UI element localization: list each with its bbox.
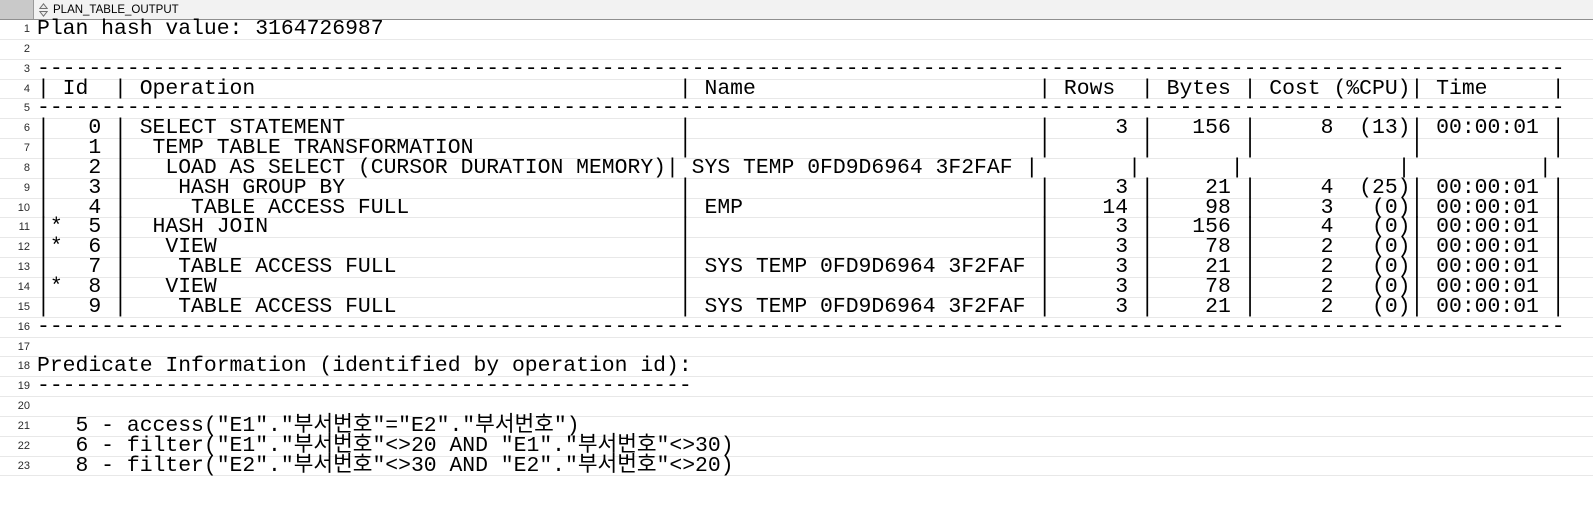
- line-number[interactable]: 3: [23, 62, 30, 75]
- line-text: |* 5 | HASH JOIN | | 3 | 156 | 4 (0)| 00…: [37, 215, 1565, 240]
- line-number[interactable]: 4: [23, 82, 30, 95]
- grid-row[interactable]: 12 |* 6 | VIEW | | 3 | 78 | 2 (0)| 00:00…: [0, 235, 1593, 260]
- line-number[interactable]: 11: [18, 221, 30, 234]
- line-number[interactable]: 5: [23, 102, 30, 115]
- line-text: | 7 | TABLE ACCESS FULL | SYS TEMP 0FD9D…: [37, 255, 1565, 280]
- grid-row[interactable]: 13 | 7 | TABLE ACCESS FULL | SYS TEMP 0F…: [0, 255, 1593, 280]
- grid-corner-cell[interactable]: [0, 0, 34, 19]
- grid-row[interactable]: 18 Predicate Information (identified by …: [0, 354, 1593, 379]
- line-text: | 3 | HASH GROUP BY | | 3 | 21 | 4 (25)|…: [37, 175, 1565, 200]
- grid-row[interactable]: 21 5 - access("E1"."부서번호"="E2"."부서번호"): [0, 413, 1593, 438]
- line-number[interactable]: 18: [17, 360, 30, 373]
- grid-row[interactable]: 17: [0, 338, 1593, 358]
- grid-row[interactable]: 19 -------------------------------------…: [0, 374, 1593, 399]
- line-text: ----------------------------------------…: [37, 96, 1565, 121]
- line-text: 6 - filter("E1"."부서번호"<>20 AND "E1"."부서번…: [37, 433, 734, 458]
- grid-row[interactable]: 23 8 - filter("E2"."부서번호"<>30 AND "E2"."…: [0, 453, 1593, 478]
- line-text: ----------------------------------------…: [37, 56, 1565, 81]
- line-number[interactable]: 6: [23, 122, 30, 135]
- sort-icon: [39, 2, 48, 17]
- plan-table-output-grid: PLAN_TABLE_OUTPUT 1 Plan hash value: 316…: [0, 0, 1593, 478]
- line-text: 5 - access("E1"."부서번호"="E2"."부서번호"): [37, 413, 580, 438]
- editor-rows: 1 Plan hash value: 3164726987 2 3 ------…: [0, 17, 1593, 478]
- line-text: | 0 | SELECT STATEMENT | | 3 | 156 | 8 (…: [37, 116, 1565, 141]
- line-number[interactable]: 17: [17, 340, 30, 353]
- grid-row[interactable]: 9 | 3 | HASH GROUP BY | | 3 | 21 | 4 (25…: [0, 175, 1593, 200]
- line-number[interactable]: 15: [17, 300, 30, 313]
- line-number[interactable]: 2: [23, 42, 30, 55]
- grid-row[interactable]: 2: [0, 40, 1593, 60]
- line-text: 8 - filter("E2"."부서번호"<>30 AND "E2"."부서번…: [37, 453, 734, 478]
- line-number[interactable]: 20: [17, 400, 30, 413]
- line-number[interactable]: 19: [17, 380, 30, 393]
- grid-row[interactable]: 3 --------------------------------------…: [0, 56, 1593, 81]
- line-number[interactable]: 1: [23, 23, 30, 35]
- line-number[interactable]: 7: [23, 142, 30, 155]
- column-title: PLAN_TABLE_OUTPUT: [53, 3, 179, 16]
- line-number[interactable]: 9: [23, 181, 30, 194]
- grid-row[interactable]: 4 | Id | Operation | Name | Rows | Bytes…: [0, 76, 1593, 101]
- line-number[interactable]: 8: [23, 161, 30, 174]
- column-header-plan-table-output[interactable]: PLAN_TABLE_OUTPUT: [34, 0, 1593, 19]
- line-number[interactable]: 16: [17, 320, 30, 333]
- line-text: | 2 | LOAD AS SELECT (CURSOR DURATION ME…: [37, 155, 1552, 180]
- line-text: |* 6 | VIEW | | 3 | 78 | 2 (0)| 00:00:01…: [37, 235, 1565, 260]
- grid-row[interactable]: 10 | 4 | TABLE ACCESS FULL | EMP | 14 | …: [0, 195, 1593, 220]
- grid-row[interactable]: 16 -------------------------------------…: [0, 314, 1593, 339]
- grid-row[interactable]: 5 --------------------------------------…: [0, 96, 1593, 121]
- line-text: ----------------------------------------…: [37, 374, 692, 399]
- line-text: | 4 | TABLE ACCESS FULL | EMP | 14 | 98 …: [37, 195, 1565, 220]
- line-text: Plan hash value: 3164726987: [37, 17, 384, 41]
- grid-header-row: PLAN_TABLE_OUTPUT: [0, 0, 1593, 20]
- line-text: | 1 | TEMP TABLE TRANSFORMATION | | | | …: [37, 136, 1565, 161]
- line-number[interactable]: 21: [17, 419, 30, 432]
- line-number[interactable]: 12: [17, 241, 30, 254]
- line-text: Predicate Information (identified by ope…: [37, 354, 692, 379]
- line-number[interactable]: 14: [17, 280, 30, 293]
- grid-row[interactable]: 8 | 2 | LOAD AS SELECT (CURSOR DURATION …: [0, 155, 1593, 180]
- line-number[interactable]: 13: [17, 261, 30, 274]
- line-text: | Id | Operation | Name | Rows | Bytes |…: [37, 76, 1565, 101]
- grid-row[interactable]: 1 Plan hash value: 3164726987: [0, 17, 1593, 41]
- line-text: [34, 40, 1593, 59]
- grid-row[interactable]: 11 |* 5 | HASH JOIN | | 3 | 156 | 4 (0)|…: [0, 215, 1593, 240]
- grid-row[interactable]: 15 | 9 | TABLE ACCESS FULL | SYS TEMP 0F…: [0, 294, 1593, 319]
- grid-row[interactable]: 6 | 0 | SELECT STATEMENT | | 3 | 156 | 8…: [0, 116, 1593, 141]
- line-text: |* 8 | VIEW | | 3 | 78 | 2 (0)| 00:00:01…: [37, 274, 1565, 299]
- grid-row[interactable]: 7 | 1 | TEMP TABLE TRANSFORMATION | | | …: [0, 136, 1593, 161]
- grid-row[interactable]: 14 |* 8 | VIEW | | 3 | 78 | 2 (0)| 00:00…: [0, 274, 1593, 299]
- grid-row[interactable]: 22 6 - filter("E1"."부서번호"<>20 AND "E1"."…: [0, 433, 1593, 458]
- grid-row[interactable]: 20: [0, 397, 1593, 417]
- line-text: | 9 | TABLE ACCESS FULL | SYS TEMP 0FD9D…: [37, 294, 1565, 319]
- line-number[interactable]: 23: [17, 459, 30, 472]
- line-number[interactable]: 22: [17, 439, 30, 452]
- line-text: ----------------------------------------…: [37, 314, 1565, 339]
- line-number[interactable]: 10: [17, 201, 30, 214]
